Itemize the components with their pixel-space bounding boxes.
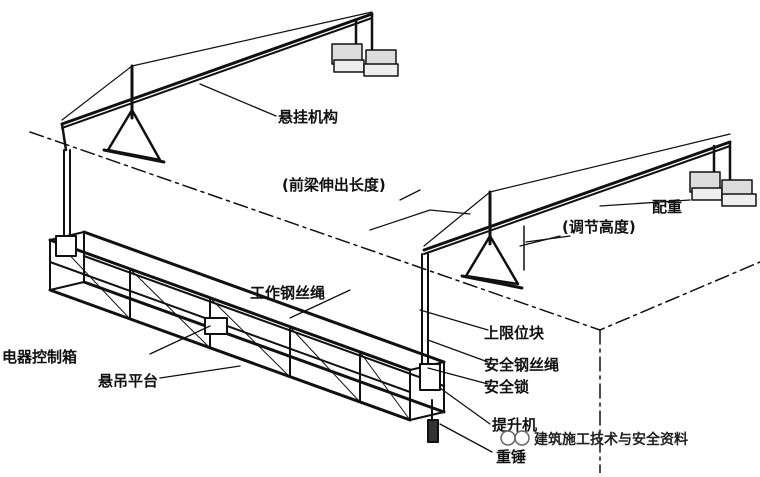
right-counterweight [689, 171, 757, 207]
label-control-box: 电器控制箱 [2, 348, 77, 366]
suspended-platform [48, 230, 446, 443]
left-wire-ropes [63, 149, 71, 241]
front-beam-dimension [369, 209, 471, 231]
label-heavy-hammer: 重锤 [496, 448, 526, 466]
watermark-icon-2 [514, 430, 530, 446]
label-suspension-mechanism: 悬挂机构 [278, 108, 338, 126]
label-height-adjust: (调节高度) [562, 218, 636, 236]
label-counterweight: 配重 [652, 198, 682, 216]
height-adjust-dimension [519, 235, 561, 247]
watermark-text: 建筑施工技术与安全资料 [534, 431, 688, 448]
label-upper-limit-block: 上限位块 [484, 324, 545, 342]
label-hoist: 提升机 [492, 416, 537, 434]
label-platform: 悬吊平台 [98, 372, 158, 390]
label-safety-lock: 安全锁 [484, 378, 529, 396]
leader-lines [149, 83, 691, 453]
watermark: 建筑施工技术与安全资料 [500, 430, 688, 448]
right-suspension-mechanism [422, 133, 732, 290]
label-safety-rope: 安全钢丝绳 [484, 356, 559, 374]
right-wire-ropes [421, 253, 433, 441]
roof-outline [29, 131, 760, 474]
left-suspension-mechanism [60, 11, 374, 164]
label-front-beam-length: (前梁伸出长度) [282, 176, 386, 194]
label-wire-rope: 工作钢丝绳 [250, 284, 325, 302]
left-counterweight [331, 43, 399, 77]
